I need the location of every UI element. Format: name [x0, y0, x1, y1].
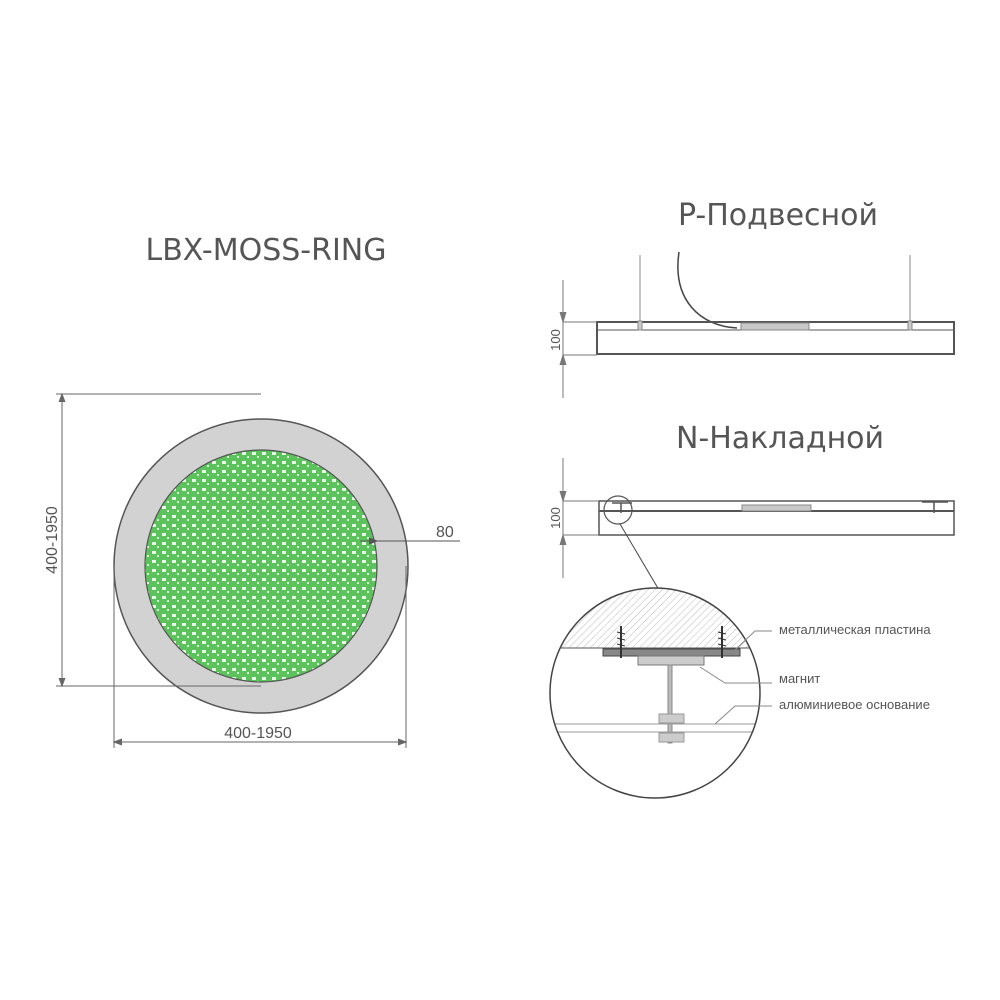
ring-width-label: 80 — [436, 524, 454, 541]
pendant-title: P-Подвесной — [678, 198, 878, 233]
mount-detail — [549, 587, 772, 799]
height-dimension — [56, 392, 261, 688]
ring-width-dimension — [360, 537, 460, 545]
surface-fixture — [598, 495, 955, 591]
detail-label-metal-plate: металлическая пластина — [779, 622, 931, 637]
width-dimension-label: 400-1950 — [224, 725, 292, 742]
detail-label-aluminium-base: алюминиевое основание — [779, 697, 930, 712]
surface-height-label: 100 — [548, 507, 563, 529]
surface-height-dimension — [559, 458, 599, 578]
pendant-fixture — [596, 251, 955, 355]
screw-icon — [717, 626, 727, 658]
width-dimension — [112, 566, 408, 748]
pendant-height-dimension — [559, 280, 597, 398]
detail-label-magnet: магнит — [779, 671, 820, 686]
surface-title: N-Накладной — [676, 421, 884, 456]
screw-icon — [616, 626, 626, 658]
moss-ring — [113, 418, 409, 714]
pendant-height-label: 100 — [548, 329, 563, 351]
height-dimension-label: 400-1950 — [44, 506, 61, 574]
main-title: LBX-MOSS-RING — [146, 233, 387, 268]
